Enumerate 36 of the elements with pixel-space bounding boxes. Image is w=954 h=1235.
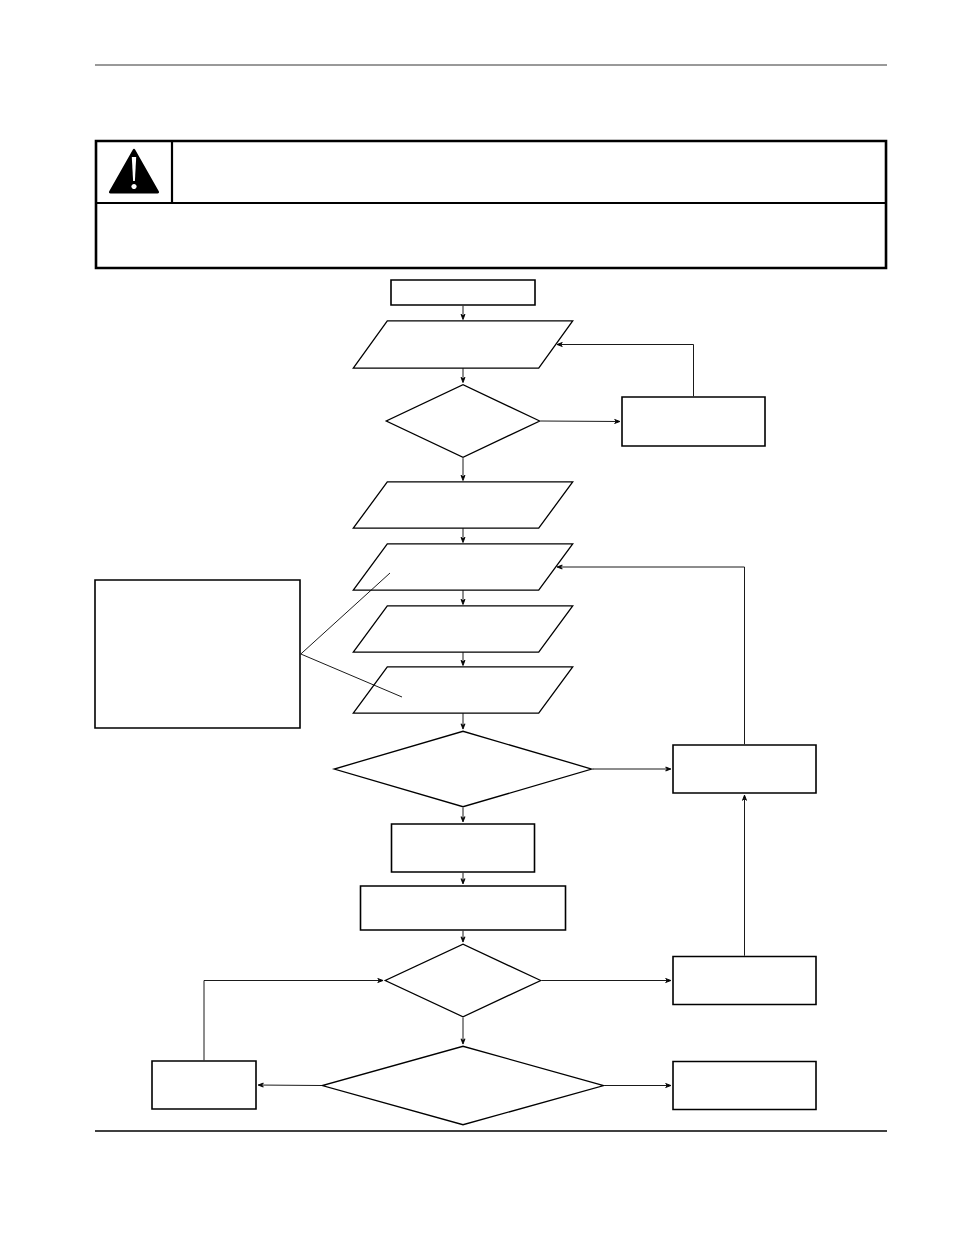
parallelogram [352,666,574,714]
process-box [390,279,536,306]
arrow [541,978,672,983]
arrow [460,930,466,943]
arrow [257,1082,322,1088]
arrow [742,794,747,957]
arrow [460,712,466,730]
arrow [556,342,694,397]
note-box [94,579,301,729]
arrow [460,305,466,320]
process-box [621,396,766,447]
parallelogram [352,481,574,529]
arrow [460,1017,466,1045]
process-box [672,955,817,1006]
parallelogram [352,320,574,369]
arrow [460,527,466,543]
arrow [460,457,466,481]
arrow [460,872,466,885]
arrow [540,419,621,424]
process-box [672,744,817,794]
process-box [359,885,567,931]
arrow [460,589,466,605]
process-box [390,823,536,873]
process-box [151,1060,257,1110]
process-box [672,1060,817,1111]
arrow [592,766,672,772]
arrow [604,1083,672,1088]
arrow [460,651,466,666]
arrow [460,807,466,823]
arrow [460,367,466,384]
arrow [203,978,384,1061]
arrow [556,564,745,745]
parallelogram [352,605,574,653]
leader-line [300,653,403,698]
parallelogram [352,543,574,591]
leader-line [300,572,391,655]
